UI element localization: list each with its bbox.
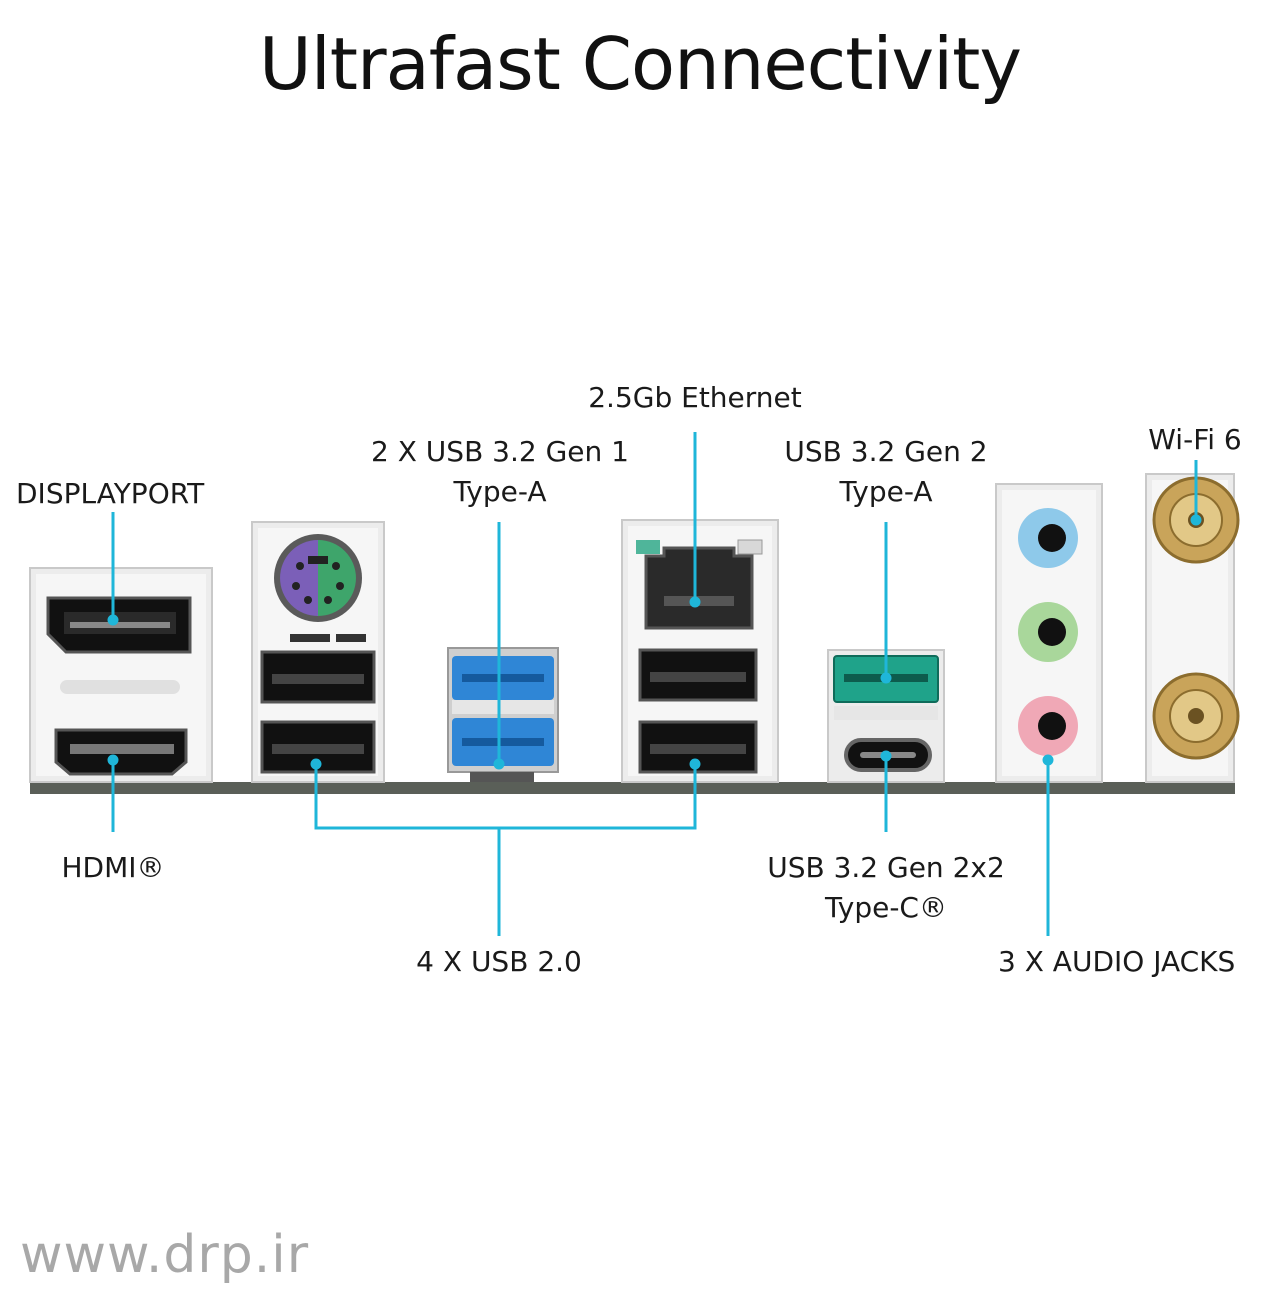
label-usb32-gen2-line2: Type-A	[839, 475, 933, 508]
usb32-gen1-block	[447, 647, 559, 782]
label-usb32-gen2x2-line2: Type-C®	[825, 891, 947, 924]
label-usb32-gen1-line2: Type-A	[453, 475, 547, 508]
board-strip	[30, 782, 1235, 794]
displayport-hdmi-block	[29, 567, 213, 783]
ethernet-port	[644, 546, 754, 630]
label-hdmi: HDMI®	[61, 851, 165, 884]
label-displayport: DISPLAYPORT	[16, 477, 205, 510]
audio-jacks-block	[995, 483, 1103, 783]
label-usb32-gen2x2-line1: USB 3.2 Gen 2x2	[767, 851, 1005, 884]
label-usb20: 4 X USB 2.0	[416, 945, 582, 978]
callout-lines	[107, 432, 1202, 936]
ps2-usb20-block	[251, 521, 385, 783]
page-title: Ultrafast Connectivity	[259, 22, 1022, 106]
wifi-block	[1145, 473, 1240, 783]
watermark: www.drp.ir	[20, 1225, 310, 1285]
label-usb32-gen1-line1: 2 X USB 3.2 Gen 1	[371, 435, 629, 468]
callout-usb20	[314, 764, 697, 830]
ethernet-usb20-block	[621, 519, 779, 783]
label-wifi: Wi-Fi 6	[1148, 423, 1242, 456]
label-usb32-gen2-line1: USB 3.2 Gen 2	[784, 435, 988, 468]
label-audio: 3 X AUDIO JACKS	[998, 945, 1236, 978]
label-ethernet: 2.5Gb Ethernet	[588, 381, 802, 414]
